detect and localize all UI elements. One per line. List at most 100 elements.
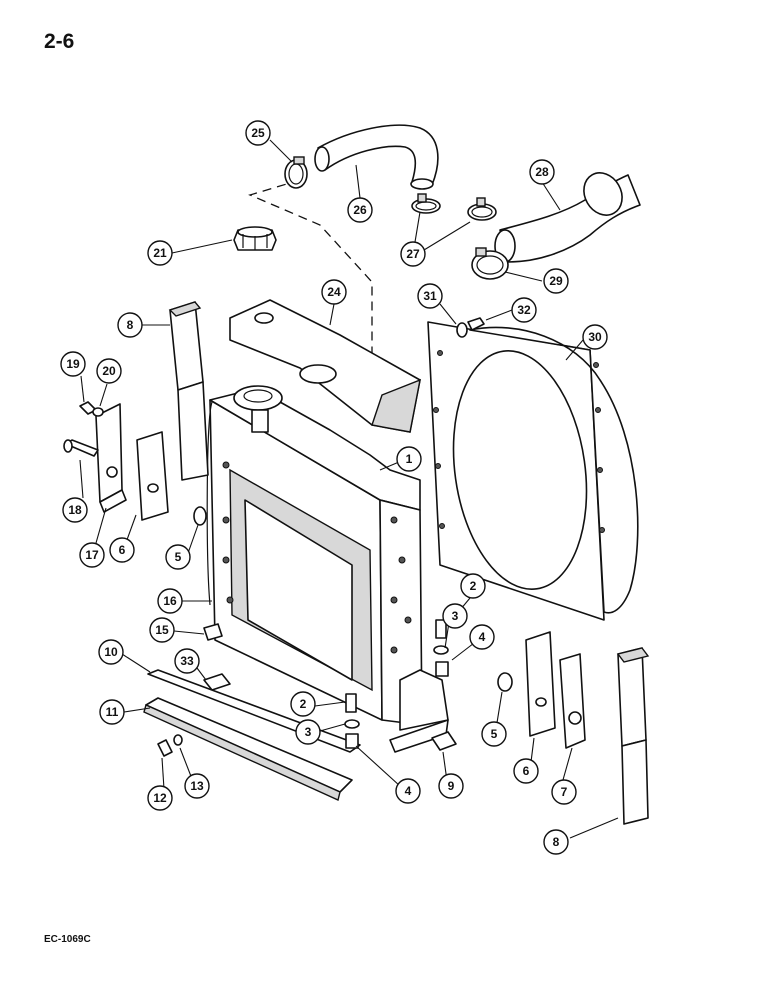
hose-relation-line [248,179,373,372]
callout-3-center: 3 [295,719,321,745]
spacer-4-center [345,733,359,749]
svg-text:30: 30 [588,330,602,344]
svg-text:2: 2 [470,579,477,593]
svg-text:11: 11 [106,705,119,719]
washer-20 [92,407,104,417]
callout-18: 18 [62,497,88,523]
callout-21: 21 [147,240,173,266]
svg-text:16: 16 [163,594,177,608]
callout-17: 17 [79,542,105,568]
svg-text:19: 19 [66,357,80,371]
callout-2-center: 2 [290,691,316,717]
svg-text:17: 17 [85,548,99,562]
bolt-2-center [345,693,357,713]
svg-text:4: 4 [479,630,486,644]
callout-24: 24 [321,279,347,305]
callout-13: 13 [184,773,210,799]
svg-text:32: 32 [517,303,531,317]
nut-left [193,506,207,526]
callout-7: 7 [551,779,577,805]
lower-hose [494,172,641,263]
svg-text:3: 3 [452,609,459,623]
hose-clamp-27b [467,197,497,221]
washer-13 [173,734,183,746]
lower-support-channel [143,697,353,801]
radiator-core [206,385,423,726]
svg-text:8: 8 [127,318,134,332]
svg-text:6: 6 [119,543,126,557]
drain-tap-33 [203,673,231,691]
svg-text:6: 6 [523,764,530,778]
svg-text:29: 29 [549,274,563,288]
svg-text:28: 28 [535,165,549,179]
nut-right [497,672,513,692]
page-number: 2-6 [44,30,75,53]
washer-3-center [344,719,360,729]
callout-8-left: 8 [117,312,143,338]
bolt-18 [63,439,99,457]
callout-25: 25 [245,120,271,146]
svg-text:5: 5 [175,550,182,564]
callout-19: 19 [60,351,86,377]
callout-1: 1 [396,446,422,472]
svg-text:5: 5 [491,727,498,741]
svg-text:12: 12 [153,791,167,805]
svg-text:13: 13 [190,779,204,793]
callout-26: 26 [347,197,373,223]
mount-bracket-left [95,403,127,513]
washer-3-right [433,645,449,655]
callout-10: 10 [98,639,124,665]
hose-clamp-29 [471,247,509,280]
svg-text:21: 21 [153,246,167,260]
callout-28: 28 [529,159,555,185]
svg-text:24: 24 [327,285,341,299]
svg-text:18: 18 [68,503,82,517]
top-shroud-bracket [229,299,421,433]
seal-block-left [136,431,169,521]
callout-33: 33 [174,648,200,674]
callout-4-center: 4 [395,778,421,804]
svg-text:10: 10 [104,645,118,659]
nut-plate-9 [431,731,457,751]
callout-8-right: 8 [543,829,569,855]
hose-clamp-27a [411,193,441,214]
svg-text:33: 33 [180,654,194,668]
shroud-bolt [456,317,485,338]
svg-text:4: 4 [405,784,412,798]
hose-clamp-upper-left [284,156,308,189]
callout-15: 15 [149,617,175,643]
radiator-mount-bracket [389,669,449,753]
hose-clip-15 [203,623,223,641]
fan-shroud [427,321,639,621]
callout-4-right: 4 [469,624,495,650]
document-code: EC-1069C [44,934,91,945]
svg-text:8: 8 [553,835,560,849]
callout-12: 12 [147,785,173,811]
mount-bracket-right [559,653,586,749]
svg-text:1: 1 [406,452,413,466]
callout-27: 27 [400,241,426,267]
side-seal-left [168,301,209,481]
side-seal-right [616,647,650,825]
svg-text:7: 7 [561,785,568,799]
callout-2-right: 2 [460,573,486,599]
svg-text:2: 2 [300,697,307,711]
svg-text:25: 25 [251,126,265,140]
svg-text:31: 31 [423,289,437,303]
callout-30: 30 [582,324,608,350]
callout-11: 11 [99,699,125,725]
svg-text:3: 3 [305,725,312,739]
svg-text:20: 20 [102,364,116,378]
callout-5-left: 5 [165,544,191,570]
callout-6-right: 6 [513,758,539,784]
callout-29: 29 [543,268,569,294]
seal-block-right [525,631,556,737]
spacer-4-right [435,661,449,677]
svg-text:9: 9 [448,779,455,793]
bolt-2-right [435,619,447,639]
upper-hose [314,124,439,190]
radiator-cap [233,226,277,251]
bolt-12 [157,739,173,757]
callout-20: 20 [96,358,122,384]
